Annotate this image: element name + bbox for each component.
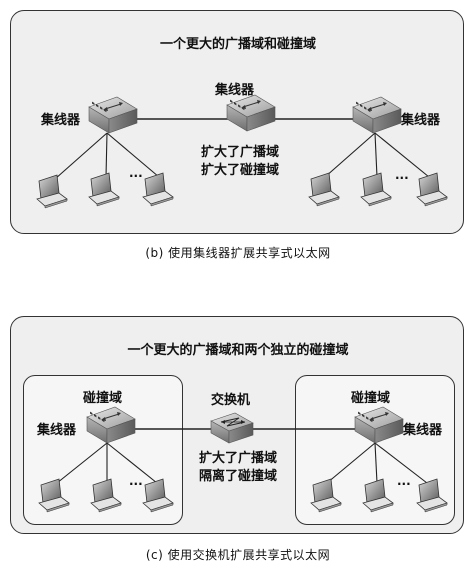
laptop-icon xyxy=(142,172,174,207)
link-right-hub-laptop-1 xyxy=(324,132,376,178)
more-laptops-ellipsis: ··· xyxy=(397,477,411,491)
panel-switch-extension: 一个更大的广播域和两个独立的碰撞域 碰撞域 碰撞域 集线器 集线器 xyxy=(10,316,464,534)
more-laptops-ellipsis: ··· xyxy=(395,171,409,185)
note-broadcast-domain: 扩大了广播域 xyxy=(201,145,280,160)
link-left-hub-laptop-2 xyxy=(105,132,108,178)
link-left-hub-laptop-3 xyxy=(106,132,160,178)
hub-center-icon xyxy=(226,94,276,132)
note-collision-domain: 隔离了碰撞域 xyxy=(199,469,278,484)
panel-hub-extension: 一个更大的广播域和碰撞域 xyxy=(10,10,464,234)
link-left-hub-laptop-1 xyxy=(54,132,108,180)
laptop-icon xyxy=(142,478,174,513)
caption-c: (c) 使用交换机扩展共享式以太网 xyxy=(145,548,331,562)
laptop-icon xyxy=(360,172,392,207)
hub-right-label: 集线器 xyxy=(401,113,441,128)
note-broadcast-domain: 扩大了广播域 xyxy=(199,451,278,466)
panel-c-title: 一个更大的广播域和两个独立的碰撞域 xyxy=(127,343,349,358)
more-laptops-ellipsis: ··· xyxy=(129,477,143,491)
laptop-icon xyxy=(416,478,448,513)
laptop-icon xyxy=(36,174,68,209)
note-collision-domain: 扩大了碰撞域 xyxy=(201,163,280,178)
caption-b: (b) 使用集线器扩展共享式以太网 xyxy=(145,246,331,260)
hub-left-label: 集线器 xyxy=(37,423,77,438)
link-right-hub-laptop-3 xyxy=(374,442,428,484)
collision-domain-right-label: 碰撞域 xyxy=(351,391,391,406)
hub-left-label: 集线器 xyxy=(41,113,81,128)
hub-left-icon xyxy=(88,96,138,134)
more-laptops-ellipsis: ··· xyxy=(129,169,143,183)
collision-domain-left-label: 碰撞域 xyxy=(83,391,123,406)
laptop-icon xyxy=(38,478,70,513)
link-right-hub-laptop-2 xyxy=(374,442,378,484)
switch-label: 交换机 xyxy=(211,393,251,408)
laptop-icon xyxy=(416,172,448,207)
hub-right-label: 集线器 xyxy=(403,423,443,438)
panel-b-title: 一个更大的广播域和碰撞域 xyxy=(159,37,316,52)
laptop-icon xyxy=(310,478,342,513)
laptop-icon xyxy=(362,478,394,513)
hub-center-label: 集线器 xyxy=(215,83,255,98)
hub-right-icon xyxy=(352,96,402,134)
hub-left-icon xyxy=(86,406,136,444)
panel-b-drawing xyxy=(36,94,448,209)
link-right-hub-laptop-3 xyxy=(374,132,430,178)
laptop-icon xyxy=(90,478,122,513)
link-left-hub-laptop-3 xyxy=(106,442,158,484)
switch-icon xyxy=(210,412,254,444)
hub-right-icon xyxy=(354,406,404,444)
link-left-hub-laptop-1 xyxy=(56,442,108,484)
link-right-hub-laptop-1 xyxy=(326,442,376,484)
laptop-icon xyxy=(308,172,340,207)
panel-c-drawing xyxy=(38,406,448,513)
link-right-hub-laptop-2 xyxy=(374,132,378,178)
laptop-icon xyxy=(88,172,120,207)
